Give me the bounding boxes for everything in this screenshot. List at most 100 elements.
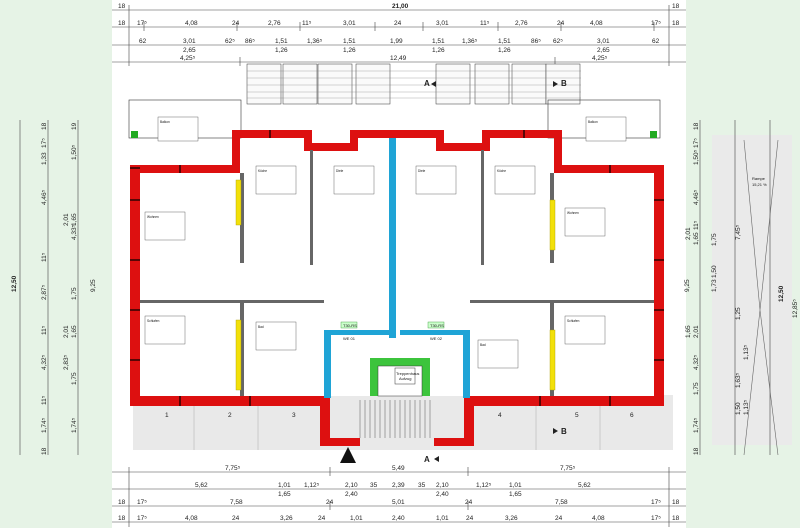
dim-text: 62 [139, 38, 147, 45]
dim-top1-left: 18 [118, 3, 126, 10]
dim-text: 2,40 [436, 491, 449, 498]
dim-text: 1,65 [71, 213, 78, 226]
room-name: Küche [497, 169, 506, 173]
dim-text: 11⁵ [41, 252, 48, 262]
room-box-balkon-left [157, 116, 199, 142]
dim-text: 18 [672, 20, 680, 27]
dim-text: 1,73 [711, 279, 718, 292]
dim-text: 1,26 [432, 47, 445, 54]
dim-text: 2,01 [685, 227, 692, 240]
room-name: Balkon [588, 120, 598, 124]
apartment-1-area [140, 168, 392, 396]
dim-text: 18 [118, 20, 126, 27]
door-tag-right [427, 321, 445, 329]
dim-text: 2,65 [597, 47, 610, 54]
dim-text: 12,49 [390, 55, 407, 62]
room-box-diele-left [333, 165, 375, 195]
door-tag-left [340, 321, 358, 329]
dim-text: 24 [555, 515, 563, 522]
dim-text: 3,01 [343, 20, 356, 27]
dim-text: 1,12⁵ [304, 482, 320, 489]
stair-core: Treppenhaus Aufzug [359, 358, 431, 438]
room-box-kueche-left [255, 165, 297, 195]
dim-text: 18 [672, 499, 680, 506]
dim-text: 62 [652, 38, 660, 45]
yellow-walls [235, 179, 556, 391]
dim-text: 5,49 [392, 465, 405, 472]
dim-text: 62⁵ [225, 38, 235, 45]
room-name: Küche [258, 169, 267, 173]
stair-title: Treppenhaus [396, 371, 419, 376]
dim-text: 4,32⁵ [693, 354, 700, 370]
dim-text: 1,12⁵ [476, 482, 492, 489]
room-name: Schlafen [567, 319, 580, 323]
downpipe-right [650, 131, 657, 138]
dim-right-total2: 12,85⁵ [792, 299, 799, 318]
axis-label: 1 [165, 412, 169, 419]
dim-text: 11⁵ [693, 220, 700, 230]
dim-text: 4,25⁵ [592, 55, 608, 62]
apartment-we02-label: WE 02 [430, 336, 443, 341]
axis-label: 6 [630, 412, 634, 419]
room-box-diele-right [415, 165, 457, 195]
dim-text: 86⁵ [245, 38, 255, 45]
axis-label: 3 [292, 412, 296, 419]
dim-text: 1,26 [498, 47, 511, 54]
dim-text: 18 [41, 447, 48, 455]
dim-text: 35 [418, 482, 426, 489]
dim-text: 3,26 [505, 515, 518, 522]
dim-text: 2,65 [183, 47, 196, 54]
dim-text: 9,25 [684, 279, 691, 292]
room-name: Wohnen [147, 215, 159, 219]
dim-text: 1,99 [390, 38, 403, 45]
dim-text: 1,51 [498, 38, 511, 45]
dim-text: 1,51 [343, 38, 356, 45]
dim-text: 1,75 [693, 382, 700, 395]
section-marks: A B A B [340, 79, 567, 464]
dim-text: 1,65 [693, 232, 700, 245]
dim-text: 24 [465, 499, 473, 506]
dim-text: 1,65 [278, 491, 291, 498]
ramp-label: Rampe [752, 176, 766, 181]
dim-text: 4,46⁵ [693, 189, 700, 205]
room-box-wohnen-right [564, 207, 606, 237]
dim-text: 7,58 [555, 499, 568, 506]
dim-text: 24 [232, 515, 240, 522]
room-name: Diele [418, 169, 425, 173]
dim-text: 2,76 [515, 20, 528, 27]
section-b-top: B [561, 79, 567, 88]
dim-text: 1,75 [71, 287, 78, 300]
ramp: Rampe 15,21 % [743, 139, 779, 456]
door-tag-left-text: T30-RS [343, 323, 357, 328]
dim-text: 7,75⁵ [560, 465, 576, 472]
section-b-bottom: B [561, 427, 567, 436]
dim-text: 17⁵ [41, 138, 48, 148]
dim-text: 3,01 [436, 20, 449, 27]
dim-text: 11⁵ [302, 20, 312, 27]
dim-text: 1,36⁵ [307, 38, 323, 45]
room-box-wohnen-left [144, 211, 186, 241]
stair-sub: Aufzug [399, 376, 411, 381]
dim-text: 1,36⁵ [462, 38, 478, 45]
ramp-slope: 15,21 % [752, 182, 767, 187]
room-name: Schlafen [147, 319, 160, 323]
dim-text: 18 [672, 515, 680, 522]
dim-text: 24 [232, 20, 240, 27]
dim-text: 17⁵ [651, 499, 661, 506]
dim-text: 11⁵ [41, 395, 48, 405]
dim-text: 4,08 [185, 20, 198, 27]
dim-text: 24 [318, 515, 326, 522]
dim-text: 2,87⁵ [41, 284, 48, 300]
dim-text: 1,26 [275, 47, 288, 54]
dim-text: 4,08 [185, 515, 198, 522]
dim-text: 24 [466, 515, 474, 522]
dim-text: 1,01 [278, 482, 291, 489]
room-name: Bad [480, 343, 486, 347]
dim-text: 1,65 [509, 491, 522, 498]
dim-text: 24 [394, 20, 402, 27]
dim-text: 7,75⁵ [225, 465, 241, 472]
room-name: Wohnen [567, 211, 579, 215]
dim-text: 11⁵ [480, 20, 490, 27]
dim-text: 18 [41, 122, 48, 130]
